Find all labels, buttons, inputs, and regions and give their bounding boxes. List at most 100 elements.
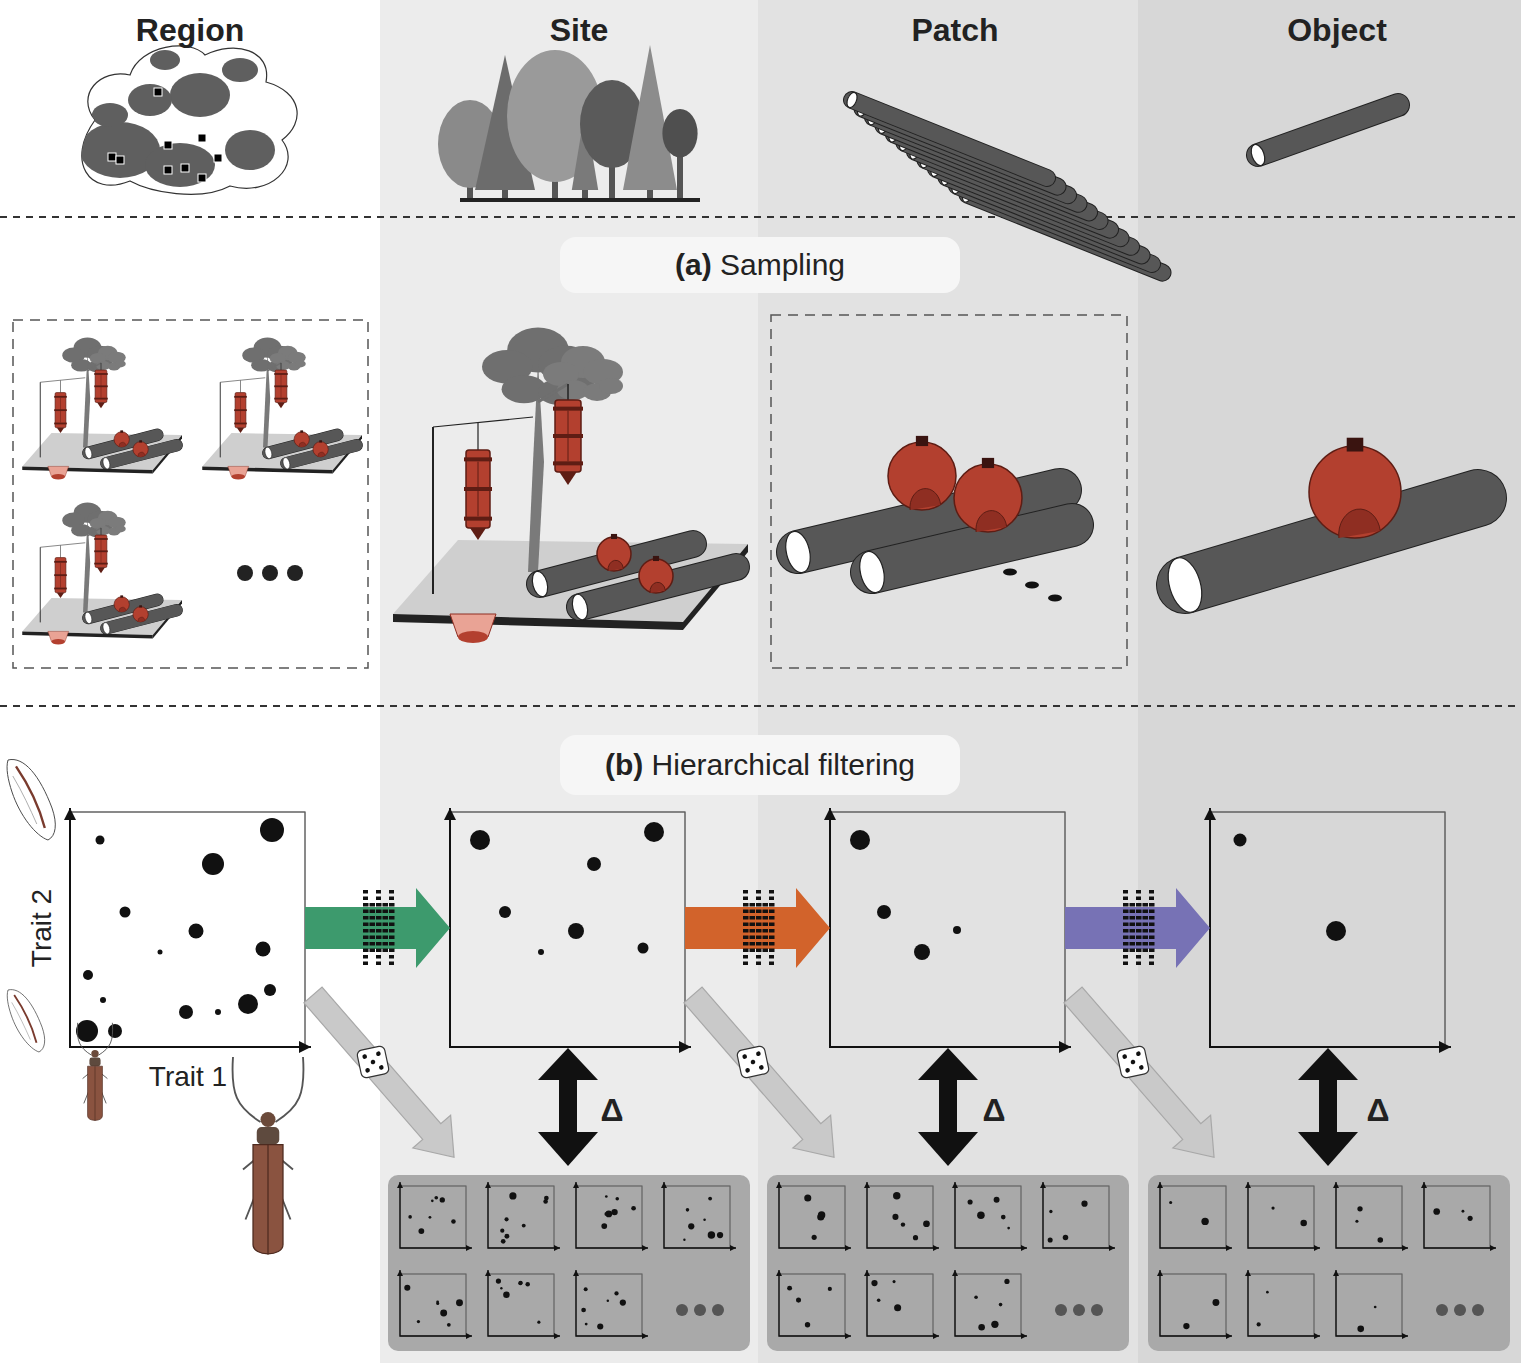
pitfall-trap — [232, 474, 246, 479]
trap-vane — [568, 411, 569, 461]
species-dot — [953, 926, 961, 934]
species-dot — [120, 907, 131, 918]
arrowhead — [485, 1270, 491, 1276]
plot-axis — [488, 1270, 560, 1336]
filter-symbol — [1123, 890, 1155, 965]
trap-cap — [319, 440, 322, 442]
species-dot — [1234, 834, 1247, 847]
arrowhead — [485, 1182, 491, 1188]
null-model-panel — [767, 1175, 1129, 1351]
ellipsis-dot — [712, 1304, 724, 1316]
trap-band — [54, 423, 67, 425]
axis-title: Trait 2 — [26, 889, 58, 967]
arrowhead — [1333, 1270, 1339, 1276]
null-plot — [397, 1270, 472, 1339]
emergence-trap — [318, 452, 325, 457]
plot-axis — [70, 808, 311, 1047]
trap-band — [553, 407, 583, 411]
hanging-line — [567, 384, 569, 400]
log — [1258, 105, 1398, 155]
rope — [433, 417, 533, 427]
hanging-line — [60, 545, 61, 557]
ellipsis-dot — [694, 1304, 706, 1316]
emergence-trap — [608, 560, 623, 571]
trap-band — [94, 398, 108, 400]
forest-icon — [438, 45, 700, 202]
arrowhead — [845, 1245, 851, 1251]
emergence-trap — [119, 607, 126, 612]
pole — [40, 547, 41, 622]
emergence-trap — [114, 432, 129, 447]
arrowhead — [397, 1182, 403, 1188]
species-dot — [850, 830, 870, 850]
plot-axis — [955, 1182, 1027, 1248]
plot-frame — [450, 812, 685, 1047]
emergence-trap — [888, 442, 956, 510]
species-dot — [587, 857, 601, 871]
trait-plot — [444, 808, 691, 1053]
ellipsis-dot — [1472, 1304, 1484, 1316]
arrowhead — [1314, 1245, 1320, 1251]
comparison-arrow — [538, 1048, 598, 1166]
site-scene — [22, 338, 182, 480]
emergence-trap — [114, 597, 129, 612]
plot-frame — [867, 1186, 933, 1248]
site-marker — [164, 141, 172, 149]
forest-patch — [145, 143, 215, 187]
arrowhead — [397, 1270, 403, 1276]
plot-frame — [576, 1274, 642, 1336]
plot-axis — [1336, 1270, 1408, 1336]
emergence-trap — [1309, 446, 1401, 538]
dice-icon — [356, 1045, 389, 1078]
species-dot — [189, 924, 204, 939]
log-end — [102, 457, 111, 470]
rope — [220, 378, 265, 383]
species-dot — [538, 949, 544, 955]
pole — [220, 382, 221, 457]
plot-frame — [488, 1186, 554, 1248]
hanging-line — [60, 380, 61, 392]
ground-edge — [393, 614, 683, 630]
site-marker — [214, 154, 222, 162]
arrowhead — [1157, 1182, 1163, 1188]
species-dot — [256, 942, 271, 957]
tree-canopy — [115, 525, 126, 532]
plot-frame — [1160, 1186, 1226, 1248]
species-dot — [499, 906, 511, 918]
site-marker — [108, 153, 116, 161]
null-plot — [1421, 1182, 1496, 1251]
trait-plot — [1204, 808, 1451, 1053]
trap-band — [54, 561, 67, 563]
log-end — [782, 529, 814, 575]
emergence-trap — [299, 442, 306, 447]
emergence-trap — [597, 537, 631, 571]
arrowhead — [1421, 1182, 1427, 1188]
arrowhead — [1021, 1245, 1027, 1251]
column-band — [758, 0, 1138, 1363]
plot-frame — [664, 1186, 730, 1248]
filter-symbol — [363, 890, 395, 965]
column-band — [380, 0, 758, 1363]
arrowhead — [1204, 808, 1216, 820]
trap-vane — [101, 375, 102, 398]
emergence-trap — [639, 559, 673, 593]
trap-vane — [240, 398, 241, 423]
null-plot — [776, 1270, 851, 1339]
plot-frame — [955, 1186, 1021, 1248]
arrowhead — [679, 1041, 691, 1053]
null-model-panel — [388, 1175, 750, 1351]
log-end — [1249, 143, 1268, 168]
ellipsis-dot — [1003, 569, 1017, 576]
null-plot — [864, 1270, 939, 1339]
log-end — [84, 446, 93, 459]
plot-axis — [1336, 1182, 1408, 1248]
wing-icon — [7, 759, 55, 840]
dice-icon — [1116, 1045, 1149, 1078]
emergence-trap — [138, 617, 145, 622]
arrowhead — [661, 1182, 667, 1188]
ellipsis-dot — [1073, 1304, 1085, 1316]
arrowhead — [864, 1270, 870, 1276]
plot-frame — [1336, 1274, 1402, 1336]
trap-cap — [1347, 438, 1364, 452]
